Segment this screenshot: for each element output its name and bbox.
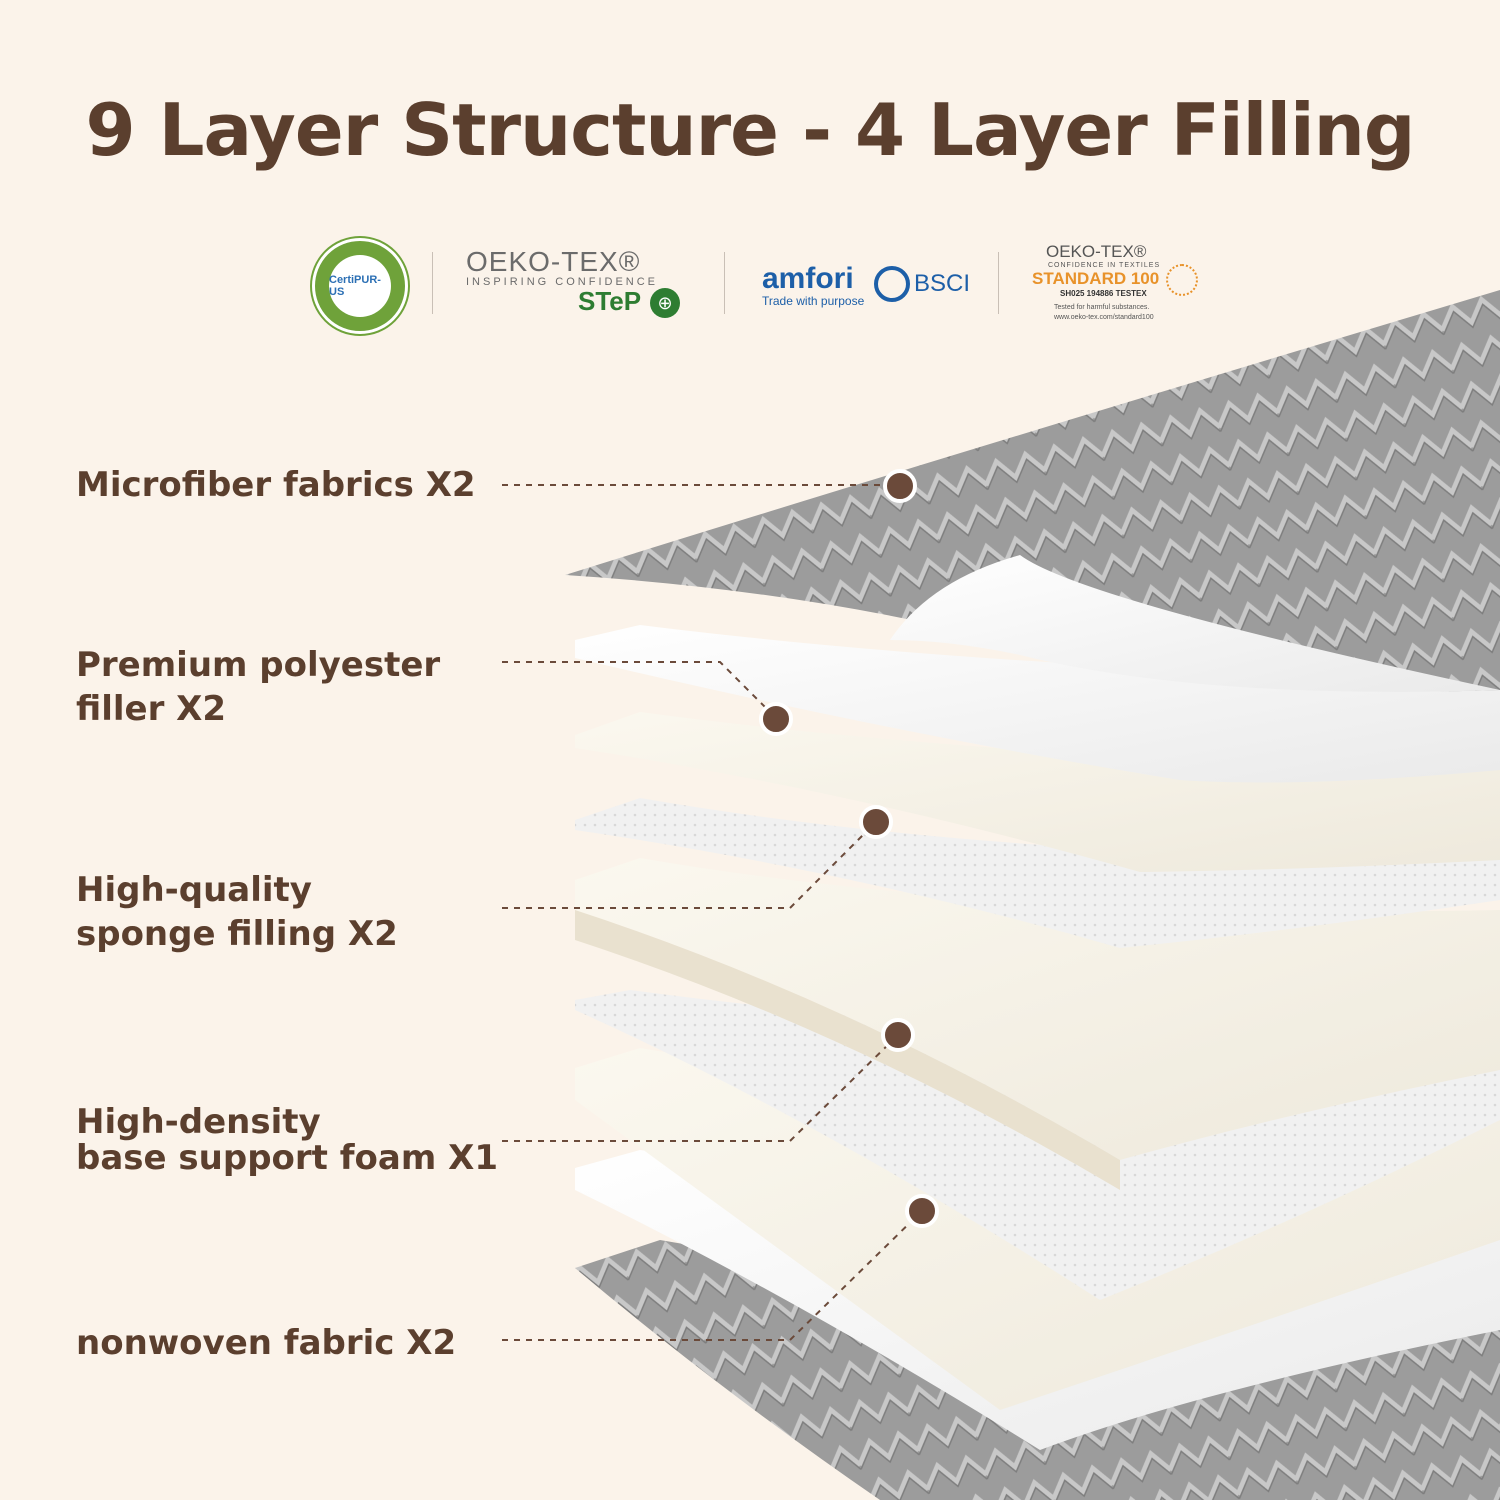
layer-microfiber-fabric-top [565, 290, 1500, 692]
marker-polyester [759, 702, 793, 736]
oeko-std-note-2: www.oeko-tex.com/standard100 [1054, 314, 1154, 321]
amfori-brand: amfori [762, 262, 854, 295]
label-sponge: High-quality sponge filling X2 [76, 868, 398, 956]
globe-icon: ⊕ [650, 288, 680, 318]
marker-base-foam [881, 1018, 915, 1052]
logo-divider [432, 252, 433, 314]
layer-sponge-filling [575, 798, 1500, 948]
oeko-std-code: SH025 194886 TESTEX [1060, 289, 1147, 298]
marker-microfiber [883, 469, 917, 503]
label-base-foam: High-density base support foam X1 [76, 1104, 498, 1176]
layer-polyester-filler-lower [575, 712, 1500, 872]
page-title: 9 Layer Structure - 4 Layer Filling [85, 88, 1416, 172]
oeko-std-brand: OEKO-TEX® [1046, 242, 1147, 261]
oeko-step-subtitle: INSPIRING CONFIDENCE [466, 276, 659, 288]
amfori-bsci-logo: amfori BSCI Trade with purpose [762, 262, 972, 308]
flower-icon [1166, 264, 1198, 296]
leader-markers [759, 469, 939, 1228]
curled-corner [890, 555, 1500, 692]
label-microfiber: Microfiber fabrics X2 [76, 463, 476, 507]
label-sponge-line1: High-quality [76, 870, 312, 910]
label-base-foam-line1: High-density [76, 1102, 321, 1142]
layer-base-support-foam [575, 858, 1500, 1160]
oeko-step-brand: OEKO-TEX® [466, 246, 641, 277]
label-nonwoven: nonwoven fabric X2 [76, 1321, 456, 1365]
label-polyester: Premium polyester filler X2 [76, 643, 440, 731]
oeko-std-note: Tested for harmful substances. www.oeko-… [1054, 303, 1202, 323]
layer-polyester-filler-upper [575, 625, 1500, 783]
marker-sponge [859, 805, 893, 839]
oeko-std-note-1: Tested for harmful substances. [1054, 304, 1150, 311]
label-polyester-line1: Premium polyester [76, 645, 441, 685]
amfori-tagline: Trade with purpose [762, 294, 865, 308]
amfori-program: BSCI [914, 270, 971, 297]
label-nonwoven-text: nonwoven fabric X2 [76, 1323, 457, 1363]
amfori-ring-icon [874, 266, 910, 302]
oeko-tex-standard-logo: OEKO-TEX® CONFIDENCE IN TEXTILES STANDAR… [1032, 242, 1202, 323]
certipur-label: CertiPUR-US [329, 255, 391, 317]
label-sponge-line2: sponge filling X2 [76, 914, 398, 954]
leader-lines [502, 484, 923, 1341]
oeko-std-standard: STANDARD 100 [1032, 269, 1160, 288]
label-base-foam-line2: base support foam X1 [76, 1138, 498, 1178]
logo-divider [724, 252, 725, 314]
certipur-logo: CertiPUR-US [312, 238, 408, 334]
label-microfiber-text: Microfiber fabrics X2 [76, 465, 476, 505]
oeko-tex-step-logo: OEKO-TEX® INSPIRING CONFIDENCE STeP ⊕ [466, 246, 696, 318]
oeko-std-subtitle: CONFIDENCE IN TEXTILES [1048, 262, 1161, 269]
label-polyester-line2: filler X2 [76, 689, 227, 729]
logo-divider [998, 252, 999, 314]
marker-nonwoven [905, 1194, 939, 1228]
oeko-step-mark: STeP [578, 286, 642, 316]
